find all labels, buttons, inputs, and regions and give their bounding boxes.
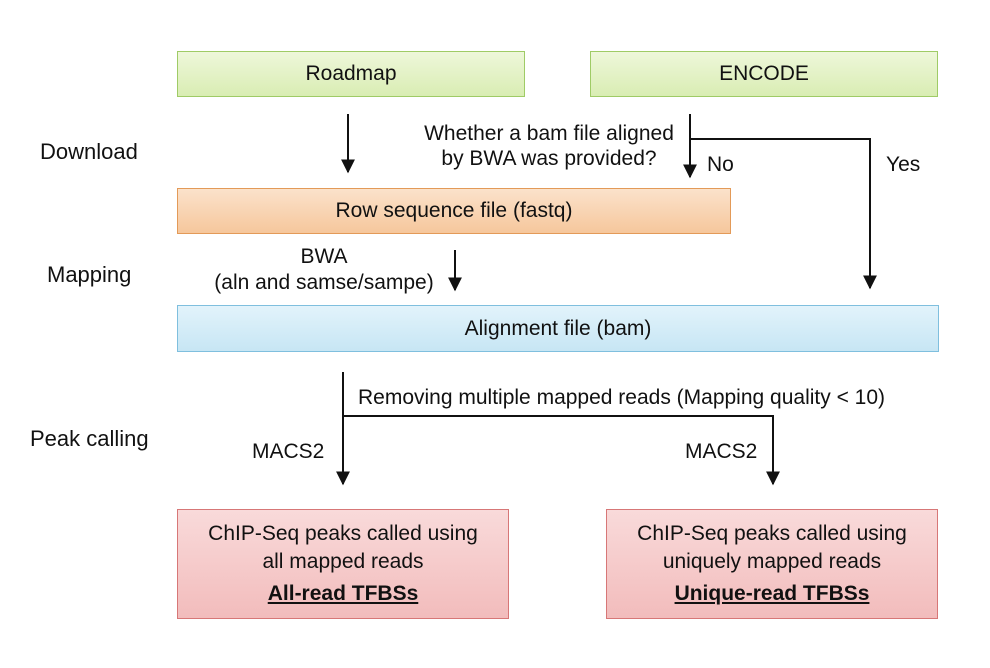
encode-box: ENCODE: [590, 51, 938, 97]
all-read-box: ChIP-Seq peaks called using all mapped r…: [177, 509, 509, 619]
bwa-label: BWA (aln and samse/sampe): [200, 244, 448, 296]
fastq-label: Row sequence file (fastq): [335, 199, 573, 222]
decision-question-line2: by BWA was provided?: [441, 147, 657, 170]
unique-read-tfbs-title: Unique-read TFBSs: [674, 582, 870, 605]
bwa-label-line2: (aln and samse/sampe): [214, 271, 434, 294]
bwa-label-line1: BWA: [300, 245, 348, 268]
macs2-right-label: MACS2: [685, 440, 758, 463]
unique-read-line1: ChIP-Seq peaks called using: [637, 522, 907, 545]
encode-label: ENCODE: [719, 62, 809, 85]
decision-no: No: [707, 153, 734, 176]
arrow-bam-to-unique: [343, 415, 780, 486]
unique-read-box: ChIP-Seq peaks called using uniquely map…: [606, 509, 938, 619]
decision-question: Whether a bam file aligned by BWA was pr…: [414, 121, 684, 171]
bam-box: Alignment file (bam): [177, 305, 939, 352]
roadmap-label: Roadmap: [305, 62, 397, 85]
decision-question-line1: Whether a bam file aligned: [424, 122, 674, 145]
all-read-tfbs-title: All-read TFBSs: [267, 582, 419, 605]
stage-download: Download: [40, 139, 138, 164]
roadmap-box: Roadmap: [177, 51, 525, 97]
unique-read-line2: uniquely mapped reads: [662, 550, 882, 573]
macs2-left-label: MACS2: [252, 440, 325, 463]
all-read-line1: ChIP-Seq peaks called using: [208, 522, 478, 545]
filter-label: Removing multiple mapped reads (Mapping …: [358, 386, 886, 409]
bam-label: Alignment file (bam): [464, 316, 652, 340]
decision-yes: Yes: [886, 153, 921, 176]
stage-peak-calling: Peak calling: [30, 426, 149, 451]
fastq-box: Row sequence file (fastq): [177, 188, 731, 234]
all-read-line2: all mapped reads: [262, 550, 424, 573]
arrow-encode-yes: [690, 138, 877, 290]
stage-mapping: Mapping: [47, 262, 132, 287]
